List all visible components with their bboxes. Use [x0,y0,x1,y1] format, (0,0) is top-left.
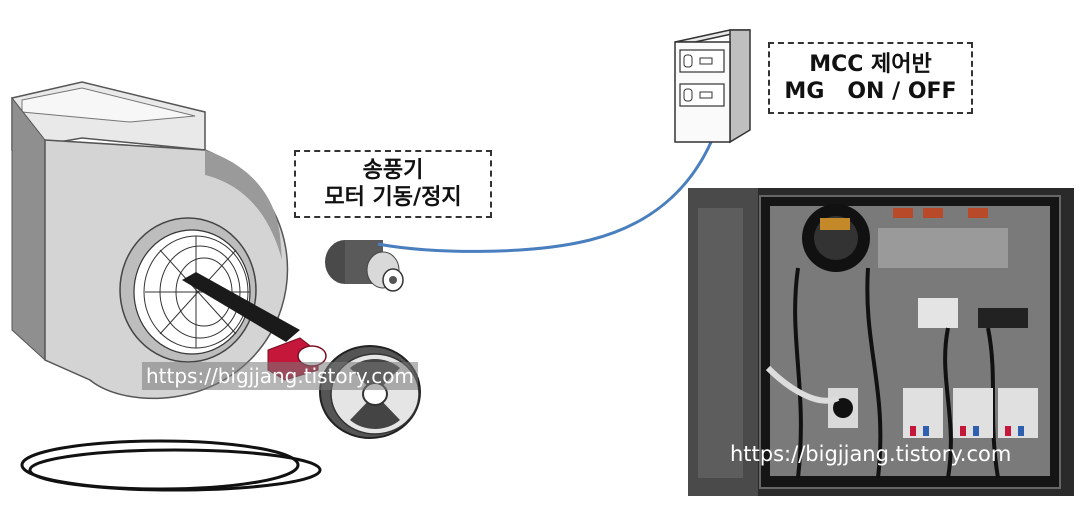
control-cable [377,139,714,253]
mcc-label-line1: MCC 제어반 [809,51,932,77]
blower-motor-label: 송풍기 모터 기동/정지 [294,150,492,218]
belt-icon [20,439,322,492]
watermark-right: https://bigjjang.tistory.com [730,442,1012,466]
mcc-cabinet-photo [688,188,1074,496]
blower-fan-icon [11,81,300,400]
motor-icon [325,240,404,292]
blower-label-line1: 송풍기 [362,157,424,183]
mcc-label-line2: MG ON / OFF [784,79,957,104]
watermark-left: https://bigjjang.tistory.com [142,362,418,390]
mcc-panel-label: MCC 제어반 MG ON / OFF [768,42,973,114]
mcc-panel-icon [674,29,751,144]
pulley-icon [319,345,421,439]
blower-label-line2: 모터 기동/정지 [324,185,462,210]
